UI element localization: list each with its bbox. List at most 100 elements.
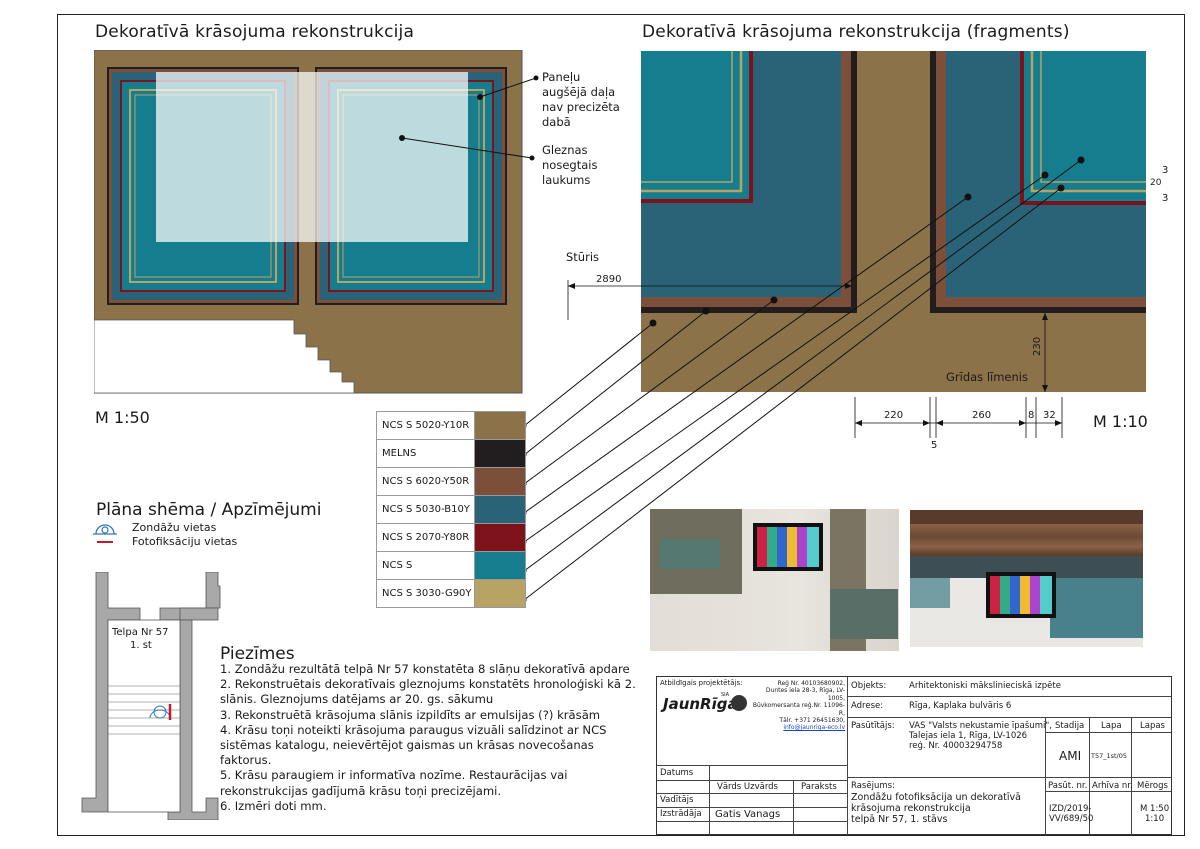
sheet-label: Lapa <box>1101 721 1122 731</box>
object-value: Arhitektoniski mākslinieciskā izpēte <box>909 681 1061 691</box>
swatch-color <box>474 439 526 468</box>
object-label: Objekts: <box>851 681 887 691</box>
fragment-elevation-drawing <box>641 51 1146 392</box>
swatch-color <box>474 411 526 440</box>
swatch-row: NCS S 2070-Y80R <box>376 523 526 552</box>
right-scale: M 1:10 <box>1093 412 1148 431</box>
signature-column-label: Paraksts <box>801 782 837 792</box>
note-line: 4. Krāsu toņi noteikti krāsojuma paraugu… <box>220 722 607 737</box>
swatch-color <box>474 523 526 552</box>
swatch-row: MELNS <box>376 439 526 468</box>
note-line: slānis. Gleznojums datējams ar 20. gs. s… <box>220 692 494 707</box>
panel-top-note: Paneļu augšējā daļa nav precizēta dabā <box>542 70 620 129</box>
dim-5: 5 <box>931 440 938 451</box>
swatch-label: NCS S 5030-B10Y <box>376 495 475 524</box>
swatch-color <box>474 495 526 524</box>
cornice-moulding <box>910 524 1143 556</box>
swatch-color <box>474 551 526 580</box>
notes-title: Piezīmes <box>220 644 295 664</box>
photo-marker-icon <box>97 541 113 543</box>
corner-label: Stūris <box>566 250 600 264</box>
company-logo: JaunRīga <box>663 695 738 713</box>
note-line: 6. Izmēri doti mm. <box>220 798 327 813</box>
company-contacts: Reģ Nr. 40103680902, Duntes iela 28-3, R… <box>752 680 845 732</box>
notes-list: 1. Zondāžu rezultātā telpā Nr 57 konstat… <box>220 662 640 814</box>
left-title: Dekoratīvā krāsojuma rekonstrukcija <box>95 22 415 42</box>
stage-label: Stadija <box>1055 721 1085 731</box>
scale-label: Mērogs <box>1137 781 1168 791</box>
name-column-label: Vārds Uzvārds <box>717 782 778 792</box>
client-value: VAS "Valsts nekustamie īpašumi", Talejas… <box>909 721 1052 751</box>
probe-photo-1 <box>650 509 899 651</box>
swatch-label: NCS S 5020-Y10R <box>376 411 475 440</box>
company-email-link[interactable]: info@jaunriga-eco.lv <box>783 724 845 732</box>
swatch-label: NCS S <box>376 551 475 580</box>
swatch-row: NCS S 5020-Y10R <box>376 411 526 440</box>
client-label: Pasūtītājs: <box>851 721 895 731</box>
legend-photo-label: Fotofiksāciju vietas <box>132 535 238 548</box>
floor-level-label: Grīdas līmenis <box>946 370 1028 384</box>
note-line: 3. Rekonstruētā krāsojuma slānis izpildī… <box>220 707 601 722</box>
swatch-label: MELNS <box>376 439 475 468</box>
note-line: rekonstrukcijas gadījumā krāsu toņi prec… <box>220 783 502 798</box>
scale-value: M 1:50 1:10 <box>1140 804 1170 824</box>
painting-note: Gleznas nosegtais laukums <box>542 143 598 187</box>
wall-elevation-drawing <box>94 50 523 394</box>
company-logo-icon <box>731 695 747 711</box>
date-label: Datums <box>660 768 694 778</box>
designer-label: Atbildīgais projektētājs: <box>660 679 743 687</box>
color-checker-card <box>986 572 1056 618</box>
dim-8: 8 <box>1028 410 1035 421</box>
swatch-row: NCS S 6020-Y50R <box>376 467 526 496</box>
dim-32: 32 <box>1043 410 1056 421</box>
note-line: 1. Zondāžu rezultātā telpā Nr 57 konstat… <box>220 662 630 676</box>
floor-plan-schematic <box>81 572 221 820</box>
dim-3-bottom: 3 <box>1162 193 1169 204</box>
plan-floor-label: 1. st <box>130 640 152 651</box>
fragment-left-panel <box>641 51 857 313</box>
drawing-value: Zondāžu fotofiksācija un dekoratīvā krās… <box>851 792 1021 825</box>
sheets-label: Lapas <box>1140 721 1165 731</box>
dim-220: 220 <box>884 410 904 421</box>
made-by-value: Gatis Vanags <box>715 809 781 820</box>
archive-label: Arhīva nr. <box>1092 781 1133 791</box>
legend-probe-label: Zondāžu vietas <box>132 521 217 534</box>
order-value: IZD/2019- VV/689/50 <box>1049 804 1094 824</box>
stage-value: AMI <box>1059 749 1082 763</box>
note-line: 2. Rekonstruētais dekoratīvais gleznojum… <box>220 677 636 692</box>
address-value: Rīga, Kaplaka bulvāris 6 <box>909 701 1012 711</box>
swatch-label: NCS S 6020-Y50R <box>376 467 475 496</box>
title-block: Atbildīgais projektētājs: JaunRīga SIA R… <box>656 676 1172 835</box>
plan-room-label: Telpa Nr 57 <box>112 627 169 638</box>
dim-height-230: 230 <box>1032 336 1043 356</box>
dim-3-top: 3 <box>1162 165 1169 176</box>
swatch-color <box>474 467 526 496</box>
fragment-right-panel <box>930 51 1146 313</box>
color-swatch-table: NCS S 5020-Y10R MELNS NCS S 6020-Y50R NC… <box>376 411 526 608</box>
order-label: Pasūt. nr. <box>1048 781 1088 791</box>
swatch-row: NCS S 5030-B10Y <box>376 495 526 524</box>
drawing-frame <box>57 14 1185 836</box>
company-suffix: SIA <box>721 692 730 698</box>
painting-covered-area <box>156 72 468 242</box>
swatch-row: NCS S <box>376 551 526 580</box>
probe-marker-icon <box>93 524 117 535</box>
dim-20: 20 <box>1150 178 1162 188</box>
color-checker-card <box>753 523 823 571</box>
address-label: Adrese: <box>851 701 884 711</box>
drawing-label: Rasējums: <box>851 781 895 791</box>
swatch-row: NCS S 3030-G90Y <box>376 579 526 608</box>
dim-260: 260 <box>972 410 992 421</box>
sheet-value: T57_1st/05 <box>1091 752 1128 760</box>
swatch-color <box>474 579 526 608</box>
note-line: 5. Krāsu paraugiem ir informatīva nozīme… <box>220 768 568 783</box>
probe-photo-2 <box>910 510 1143 647</box>
left-scale: M 1:50 <box>95 408 150 427</box>
staircase <box>94 319 355 394</box>
checked-label: Vadītājs <box>660 795 694 805</box>
made-label: Izstrādāja <box>660 809 702 819</box>
swatch-label: NCS S 3030-G90Y <box>376 579 475 608</box>
swatch-label: NCS S 2070-Y80R <box>376 523 475 552</box>
right-title: Dekoratīvā krāsojuma rekonstrukcija (fra… <box>642 22 1070 42</box>
